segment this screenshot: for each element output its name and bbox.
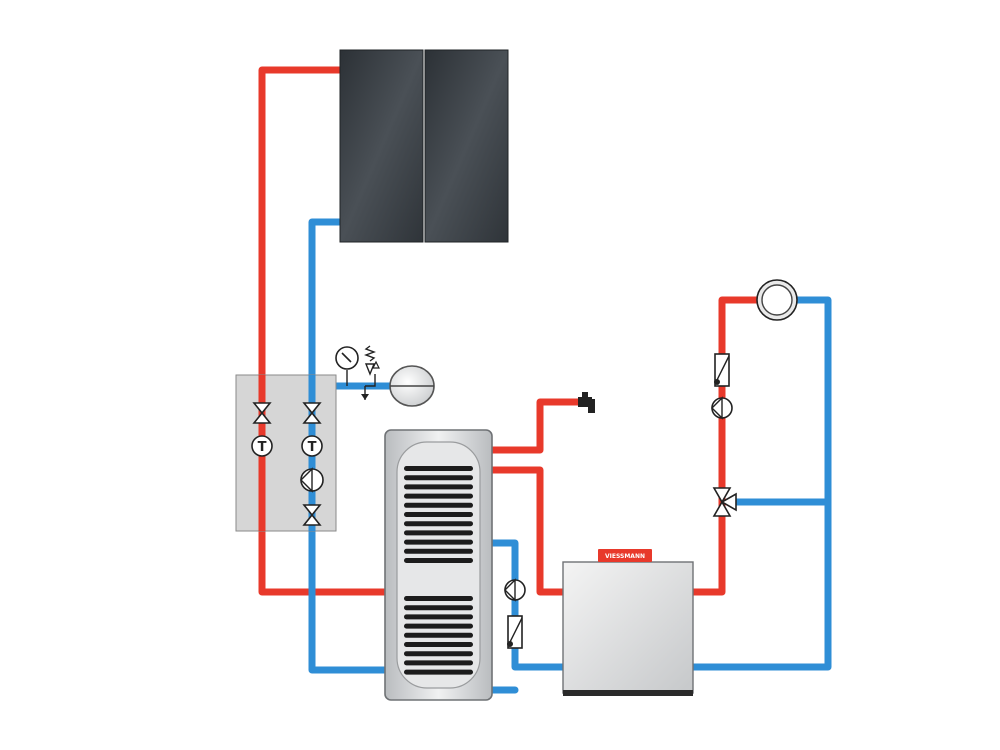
pressure-gauge-icon bbox=[335, 346, 359, 386]
solar-station: T T bbox=[235, 374, 337, 532]
lower-coil-turn bbox=[404, 623, 473, 629]
tank-lower-coil bbox=[404, 596, 473, 675]
station-valve-left bbox=[252, 402, 272, 424]
hot-water-tap-icon bbox=[578, 392, 595, 413]
boiler-charge-return-pipe bbox=[488, 539, 567, 671]
safety-valve-icon bbox=[361, 345, 380, 400]
upper-coil-turn bbox=[404, 512, 473, 517]
station-valve-right-top bbox=[302, 402, 322, 424]
thermometer-label-right: T bbox=[308, 440, 317, 455]
heating-flow-pipe bbox=[689, 296, 762, 596]
lower-coil-turn bbox=[404, 596, 473, 601]
lower-coil-turn bbox=[404, 651, 473, 657]
station-thermometer-right: T bbox=[301, 435, 323, 457]
upper-coil-turn bbox=[404, 530, 473, 536]
station-thermometer-left: T bbox=[251, 435, 273, 457]
boiler: VIESSMANN bbox=[562, 549, 694, 696]
charge-check-valve-icon bbox=[507, 615, 523, 649]
upper-coil-turn bbox=[404, 548, 473, 554]
station-valve-right-bottom bbox=[302, 504, 322, 526]
upper-coil-turn bbox=[404, 466, 473, 471]
upper-coil-turn bbox=[404, 493, 473, 499]
boiler-base bbox=[563, 690, 693, 696]
lower-coil-turn bbox=[404, 660, 473, 666]
heating-return-pipe bbox=[689, 296, 832, 671]
upper-coil-turn bbox=[404, 484, 473, 490]
upper-coil-turn bbox=[404, 475, 473, 481]
charge-pump-icon bbox=[504, 578, 526, 602]
hot-water-pipe bbox=[488, 398, 582, 454]
station-pump-icon bbox=[300, 467, 324, 493]
boiler-body bbox=[562, 561, 694, 694]
brand-badge bbox=[598, 549, 652, 562]
solar-flow-pipe bbox=[258, 66, 389, 596]
lower-coil-turn bbox=[404, 632, 473, 638]
thermometer-label-left: T bbox=[258, 440, 267, 455]
collector-panel-right bbox=[424, 49, 509, 243]
lower-coil-turn bbox=[404, 605, 473, 611]
three-way-mixing-valve-icon bbox=[712, 487, 737, 517]
upper-coil-turn bbox=[404, 558, 473, 563]
lower-coil-turn bbox=[404, 614, 473, 620]
pipes bbox=[258, 66, 832, 694]
solar-collector bbox=[339, 49, 509, 243]
heating-check-valve-icon bbox=[714, 353, 730, 387]
solar-station-housing bbox=[235, 374, 337, 532]
lower-coil-turn bbox=[404, 669, 473, 675]
storage-tank bbox=[384, 429, 493, 701]
radiator-icon bbox=[756, 279, 798, 321]
upper-coil-turn bbox=[404, 539, 473, 545]
boiler-charge-flow-pipe bbox=[488, 466, 567, 596]
heating-pump-icon bbox=[711, 396, 733, 420]
collector-panel-left bbox=[339, 49, 424, 243]
expansion-vessel bbox=[389, 365, 435, 407]
upper-coil-turn bbox=[404, 521, 473, 527]
brand-text: VIESSMANN bbox=[605, 553, 645, 560]
tank-upper-coil bbox=[404, 466, 473, 563]
upper-coil-turn bbox=[404, 502, 473, 508]
lower-coil-turn bbox=[404, 642, 473, 647]
